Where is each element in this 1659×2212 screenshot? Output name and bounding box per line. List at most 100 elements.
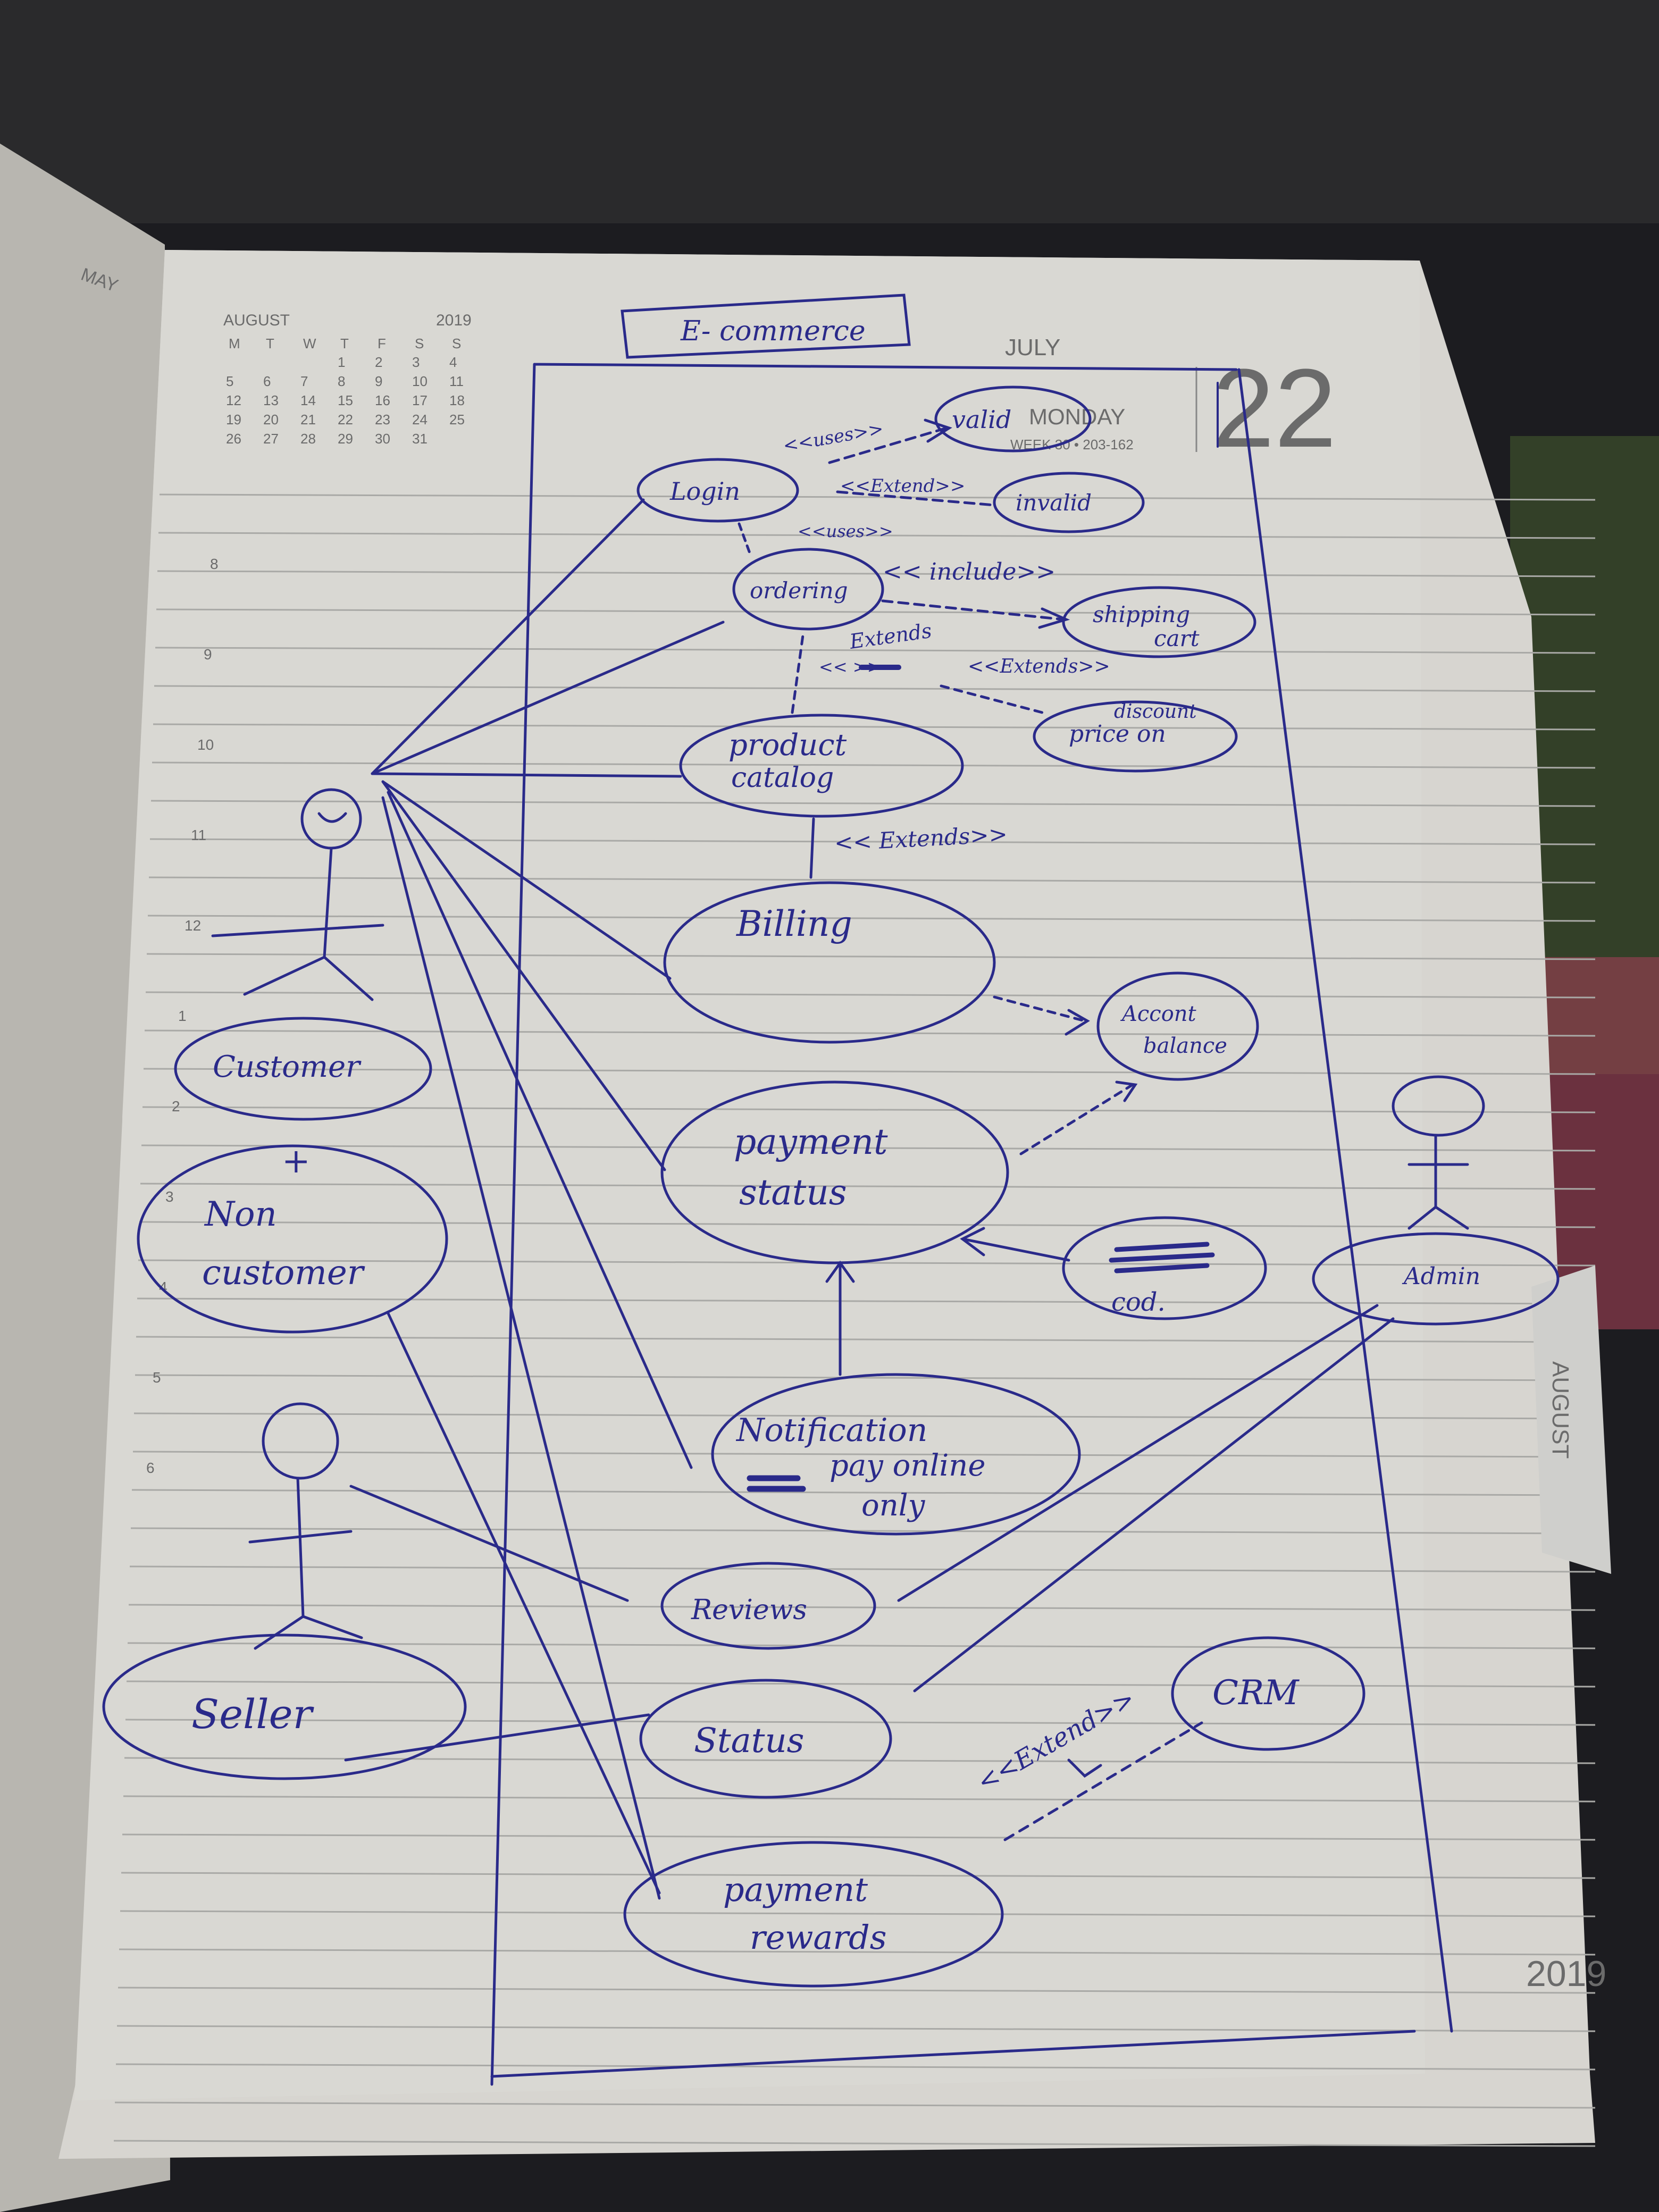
use-case-price-on-label: price on (1069, 720, 1166, 748)
use-case-only-label: only (861, 1488, 926, 1523)
actor-customer-2-label: customer (202, 1253, 365, 1293)
mini-calendar-weekday: W (303, 336, 316, 351)
footer-year: 2019 (1526, 1954, 1606, 1994)
seller-stick-figure (248, 1402, 363, 1650)
hour-label: 3 (165, 1188, 174, 1205)
use-case-crm-label: CRM (1212, 1673, 1300, 1713)
actor-admin-bubble (1312, 1232, 1560, 1326)
mini-calendar-day: 7 (300, 373, 308, 389)
use-case-shipping-label: shipping (1093, 601, 1190, 627)
use-case-login (636, 458, 799, 523)
use-case-invalid (993, 472, 1145, 533)
actor-non-label: Non (204, 1195, 277, 1234)
diagram-title: E- commerce (680, 315, 866, 347)
use-case-cod-label: cod. (1111, 1287, 1166, 1317)
use-case-invalid-label: invalid (1016, 490, 1092, 516)
hour-label: 5 (153, 1369, 161, 1386)
hour-label: 1 (178, 1008, 187, 1024)
mini-calendar-weekday: S (415, 336, 424, 351)
mini-calendar-day: 15 (338, 392, 353, 408)
mini-calendar-day: 21 (300, 412, 316, 428)
use-case-login-label: Login (669, 477, 740, 506)
mini-calendar-day: 18 (449, 392, 465, 408)
mini-calendar-weekday: M (229, 336, 240, 351)
mini-calendar-day: 25 (449, 412, 465, 428)
hour-label: 9 (204, 646, 212, 663)
mini-calendar-day: 31 (412, 431, 428, 447)
relation-extends-1b: << >> (819, 657, 881, 677)
scribble-cod (1109, 1242, 1215, 1273)
use-case-price-on-discount (1033, 700, 1238, 773)
mini-calendar-day: 17 (412, 392, 428, 408)
customer-stick-figure (211, 788, 384, 1001)
actor-seller-label: Seller (191, 1690, 315, 1738)
actor-seller-bubble (102, 1633, 467, 1780)
mini-calendar-day: 12 (226, 392, 241, 408)
use-case-account-balance (1096, 971, 1259, 1081)
use-case-status-label: Status (694, 1721, 805, 1761)
use-case-billing (663, 881, 996, 1044)
actor-admin-label: Admin (1402, 1263, 1480, 1290)
relation-extends-2: <<Extends>> (968, 656, 1110, 677)
mini-calendar-day: 4 (449, 354, 457, 370)
mini-calendar-weekday: F (378, 336, 386, 351)
use-case-notification-label: Notification (735, 1412, 927, 1449)
use-case-crm (1171, 1636, 1365, 1751)
mini-calendar-day: 8 (338, 373, 345, 389)
hour-label: 10 (197, 736, 214, 753)
use-case-product-label: product (728, 728, 847, 763)
mini-calendar-year: 2019 (436, 312, 472, 329)
use-case-cod (1062, 1216, 1267, 1320)
relation-uses-2: <<uses>> (798, 521, 893, 541)
hour-label: 11 (191, 827, 206, 843)
use-case-product-catalog (679, 714, 964, 818)
mini-calendar-weekday: T (266, 336, 274, 351)
actor-non-customer-bubble (137, 1144, 448, 1334)
mini-calendar-day: 3 (412, 354, 420, 370)
use-case-reviews-label: Reviews (691, 1594, 807, 1626)
mini-calendar-day: 28 (300, 431, 316, 447)
hour-label: 8 (210, 556, 219, 572)
relation-include: << include>> (883, 558, 1055, 585)
mini-calendar-month: AUGUST (223, 312, 290, 329)
mini-calendar-day: 5 (226, 373, 233, 389)
mini-calendar-day: 30 (375, 431, 390, 447)
actor-customer-label-bubble (174, 1017, 432, 1121)
use-case-valid-label: valid (952, 405, 1011, 434)
mini-calendar-day: 9 (375, 373, 382, 389)
actor-customer-label: Customer (213, 1050, 362, 1084)
hour-label: 6 (146, 1460, 155, 1476)
use-case-shipping-cart (1062, 586, 1256, 658)
mini-calendar-day: 24 (412, 412, 428, 428)
ruled-lines (113, 493, 1596, 2147)
hour-label: 12 (185, 917, 201, 934)
mini-calendar-weekday: S (452, 336, 461, 351)
hour-label: 2 (172, 1098, 180, 1115)
relation-extend-1: <<Extend>> (840, 475, 965, 497)
use-case-cart-label: cart (1154, 625, 1200, 651)
scribble-notification (747, 1475, 806, 1492)
title-box (621, 294, 911, 359)
use-case-reviews (660, 1562, 876, 1650)
mini-calendar-day: 2 (375, 354, 382, 370)
use-case-status (639, 1679, 892, 1799)
use-case-catalog-label: catalog (731, 762, 834, 794)
use-case-discount-label: discount (1114, 701, 1197, 723)
mini-calendar-day: 13 (263, 392, 279, 408)
use-case-account-label: Accont (1120, 1002, 1197, 1026)
admin-stick-figure (1392, 1075, 1485, 1230)
use-case-valid (934, 386, 1092, 453)
mini-calendar-day: 6 (263, 373, 271, 389)
customer-associations (371, 498, 725, 1900)
use-case-payment-rewards-2: rewards (750, 1918, 887, 1957)
mini-calendar-day: 10 (412, 373, 428, 389)
mini-calendar-day: 26 (226, 431, 241, 447)
use-case-status-label-2: status (739, 1172, 847, 1213)
use-case-payment-rewards-1: payment (723, 1870, 868, 1909)
month-tab (1531, 1266, 1611, 1574)
use-case-notification (711, 1373, 1081, 1536)
use-case-payment-status (660, 1080, 1009, 1264)
mini-calendar-day: 19 (226, 412, 241, 428)
